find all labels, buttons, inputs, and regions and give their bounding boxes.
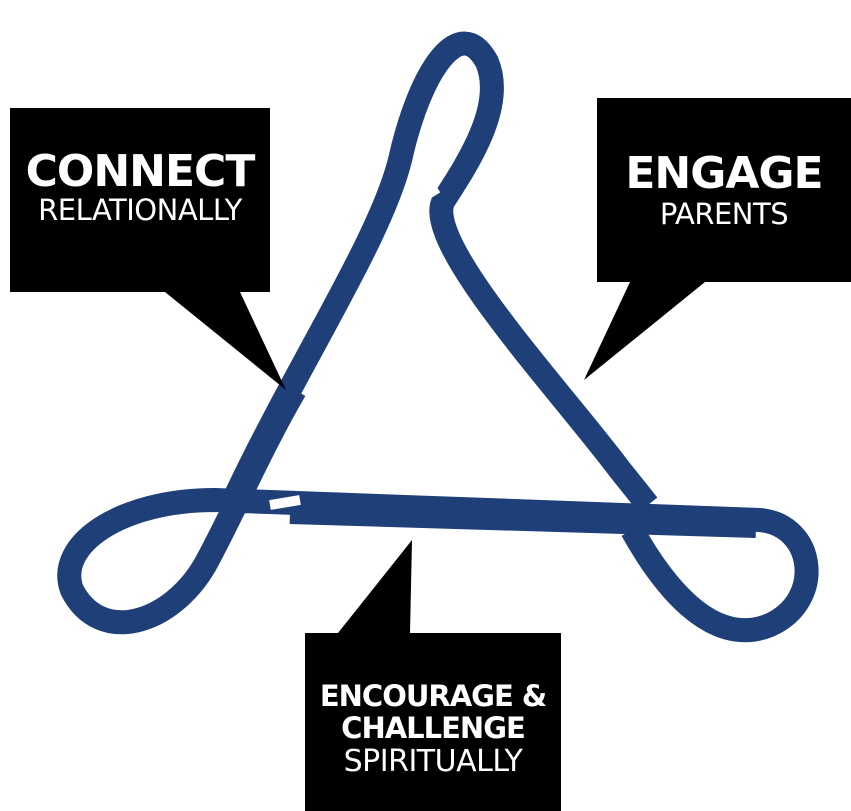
bubble-connect — [10, 108, 286, 390]
engage-parents-label: ENGAGE PARENTS — [597, 152, 851, 229]
ribbon-top-loop — [225, 31, 658, 513]
crossing-gap-left — [269, 495, 301, 510]
spiritually-line: SPIRITUALLY — [343, 744, 523, 779]
ribbon-knot — [57, 31, 819, 643]
bubble-engage — [584, 98, 851, 380]
connect-title: CONNECT — [25, 146, 256, 197]
ribbon-left-loop — [57, 383, 819, 643]
connect-relationally-label: CONNECT RELATIONALLY — [10, 150, 270, 225]
engage-subtitle: PARENTS — [659, 197, 789, 231]
encourage-challenge-label: ENCOURAGE & CHALLENGE SPIRITUALLY — [305, 682, 561, 777]
challenge-line: CHALLENGE — [341, 711, 526, 745]
ribbon-crossing-gaps — [269, 174, 441, 510]
ribbon-base-segment — [289, 500, 757, 538]
bubble-encourage — [305, 540, 561, 811]
crossing-gap-top — [420, 174, 441, 198]
connect-subtitle: RELATIONALLY — [38, 193, 242, 227]
encourage-line: ENCOURAGE & — [319, 679, 547, 713]
engage-title: ENGAGE — [625, 148, 823, 199]
